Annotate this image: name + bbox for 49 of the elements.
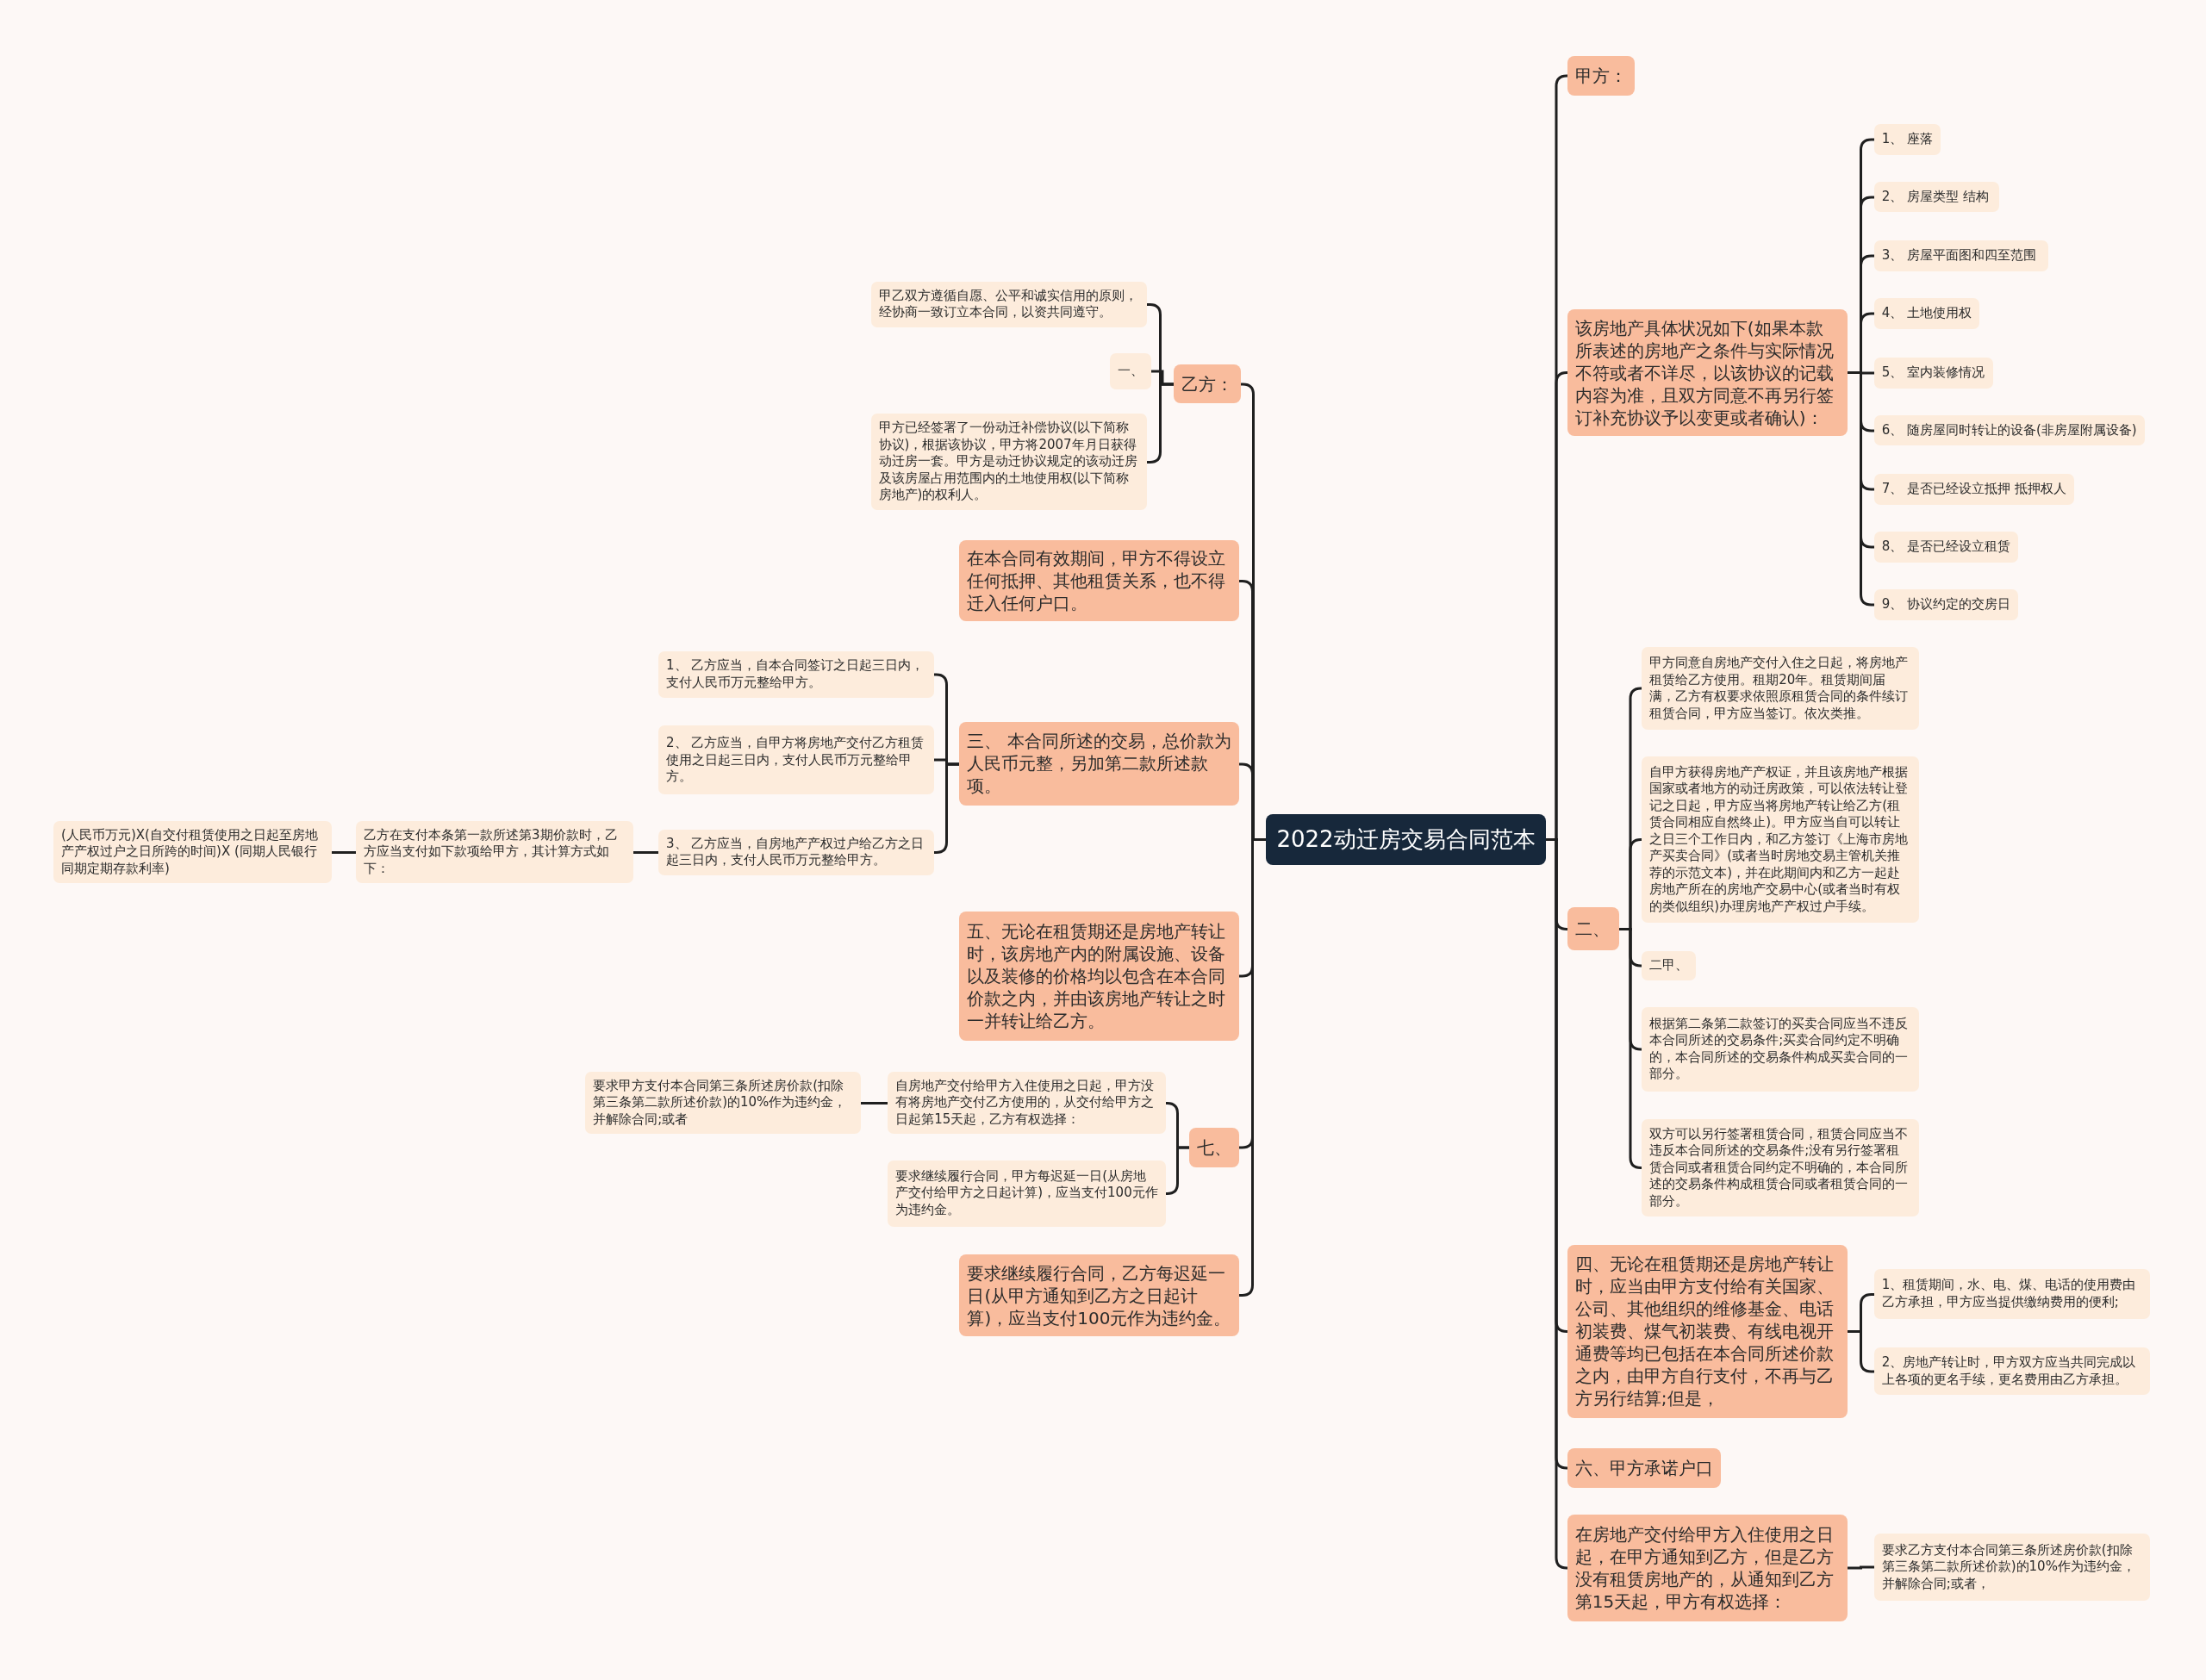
subtopic-box: 一、 xyxy=(1110,353,1152,390)
connector xyxy=(1619,928,1642,1169)
topic-box: 要求继续履行合同，乙方每迟延一日(从甲方通知到乙方之日起计算)，应当支付100元作为违约金。 xyxy=(959,1254,1240,1336)
connector xyxy=(861,1102,888,1104)
subtopic-box: 7、 是否已经设立抵押 抵押权人 xyxy=(1873,474,2074,506)
central-topic: 2022动迁房交易合同范本 xyxy=(1266,814,1546,865)
subtopic-box: 4、 土地使用权 xyxy=(1873,298,1979,329)
topic-box: 五、无论在租赁期还是房地产转让时，该房地产内的附属设施、设备以及装修的价格均以包含在本合同价款之内，并由该房地产转让之时一并转让给乙方。 xyxy=(959,912,1240,1042)
subtopic-box: 5、 室内装修情况 xyxy=(1873,357,1994,389)
subtopic-box: 自房地产交付给甲方入住使用之日起，甲方没有将房地产交付乙方使用的，从交付给甲方之日起第15天起，乙方有权选择： xyxy=(888,1071,1167,1134)
subtopic-box: 根据第二条第二款签订的买卖合同应当不违反本合同所述的交易条件;买卖合同约定不明确的，本合同所述的交易条件构成买卖合同的一部分。 xyxy=(1642,1006,1919,1092)
connector xyxy=(1848,1565,1874,1570)
subtopic-box: 自甲方获得房地产产权证，并且该房地产根据国家或者地方的动迁房政策，可以依法转让登记之日起，甲方应当将房地产转让给乙方(租赁合同相应自然终止)。甲方应当自可以转让之日三个工作日内，和乙方签订《上海市房地产买卖合同》(或者当时房地交易主管机关推荐的示范文本)，并在此期间内和乙方一起赴房地产所在的房地产交易中心(或者当时有权的类似组织)办理房地产产权过户手续。 xyxy=(1642,756,1919,923)
topic-box: 二、 xyxy=(1567,906,1620,951)
connector xyxy=(1165,1146,1189,1195)
subtopic-box: 9、 协议约定的交房日 xyxy=(1873,589,2018,620)
subtopic-box: 1、 座落 xyxy=(1873,123,1941,155)
subtopic-box: 2、房地产转让时，甲方双方应当共同完成以上各项的更名手续，更名费用由乙方承担。 xyxy=(1873,1347,2150,1396)
connector xyxy=(332,851,356,854)
subtopic-box: 要求甲方支付本合同第三条所述房价款(扣除第三条第二款所述价款)的10%作为违约金，并解除合同;或者 xyxy=(585,1071,862,1134)
connector xyxy=(633,851,658,854)
subtopic-box: 2、 房屋类型 结构 xyxy=(1873,181,1999,213)
topic-box: 该房地产具体状况如下(如果本款所表述的房地产之条件与实际情况不符或者不详尽，以该协议的记载内容为准，且双方同意不再另行签订补充协议予以变更或者确认)： xyxy=(1567,309,1848,437)
subtopic-box: 6、 随房屋同时转让的设备(非房屋附属设备) xyxy=(1873,414,2145,446)
subtopic-box: 2、 乙方应当，自甲方将房地产交付乙方租赁使用之日起三日内，支付人民币万元整给甲方。 xyxy=(658,725,935,795)
topic-box: 七、 xyxy=(1188,1128,1239,1167)
subtopic-box: 乙方在支付本条第一款所述第3期价款时，乙方应当支付如下款项给甲方，其计算方式如下： xyxy=(356,820,633,884)
topic-box: 在房地产交付给甲方入住使用之日起，在甲方通知到乙方，但是乙方没有租赁房地产的，从通知到乙方第15天起，甲方有权选择： xyxy=(1567,1515,1848,1622)
connector xyxy=(1848,1330,1874,1373)
topic-box: 三、 本合同所述的交易，总价款为人民币元整，另加第二款所述款项。 xyxy=(959,721,1240,806)
subtopic-box: 3、 乙方应当，自房地产产权过户给乙方之日起三日内，支付人民币万元整给甲方。 xyxy=(658,829,935,875)
subtopic-box: 8、 是否已经设立租赁 xyxy=(1873,532,2018,563)
subtopic-box: 甲方已经签署了一份动迁补偿协议(以下简称协议)，根据该协议，甲方将2007年月日获得动迁房一套。甲方是动迁协议规定的该动迁房及该房屋占用范围内的土地使用权(以下简称房地产)的权利人。 xyxy=(870,413,1147,511)
subtopic-box: 双方可以另行签署租赁合同，租赁合同应当不违反本合同所述的交易条件;没有另行签署租赁合同或者租赁合同约定不明确的，本合同所述的交易条件构成租赁合同或者租赁合同的一部分。 xyxy=(1642,1119,1919,1217)
subtopic-box: 二甲、 xyxy=(1642,950,1697,981)
subtopic-box: 3、 房屋平面图和四至范围 xyxy=(1873,240,2049,272)
topic-box: 甲方： xyxy=(1567,56,1636,96)
subtopic-box: 甲乙双方遵循自愿、公平和诚实信用的原则，经协商一致订立本合同，以资共同遵守。 xyxy=(870,281,1147,327)
subtopic-box: 要求乙方支付本合同第三条所述房价款(扣除第三条第二款所述价款)的10%作为违约金，并解除合同;或者， xyxy=(1873,1533,2150,1602)
subtopic-box: 1、 乙方应当，自本合同签订之日起三日内，支付人民币万元整给甲方。 xyxy=(658,650,935,698)
topic-box: 四、无论在租赁期还是房地产转让时，应当由甲方支付给有关国家、公司、其他组织的维修基金、电话初装费、煤气初装费、有线电视开通费等均已包括在本合同所述价款之内，由甲方自行支付，不再与乙方另行结算;但是， xyxy=(1567,1244,1848,1418)
subtopic-box: 要求继续履行合同，甲方每迟延一日(从房地产交付给甲方之日起计算)，应当支付100元作为违约金。 xyxy=(888,1160,1167,1227)
topic-box: 乙方： xyxy=(1173,364,1241,404)
topic-box: 在本合同有效期间，甲方不得设立任何抵押、其他租赁关系，也不得迁入任何户口。 xyxy=(959,539,1240,622)
connector xyxy=(934,762,959,854)
topic-box: 六、甲方承诺户口 xyxy=(1567,1448,1721,1489)
subtopic-box: 甲方同意自房地产交付入住之日起，将房地产租赁给乙方使用。租期20年。租赁期间届满，乙方有权要求依照原租赁合同的条件续订租赁合同，甲方应当签订。依次类推。 xyxy=(1642,647,1919,731)
subtopic-box: (人民币万元)X(自交付租赁使用之日起至房地产产权过户之日所跨的时间)X (同期人民银行同期定期存款利率) xyxy=(53,820,333,884)
subtopic-box: 1、租赁期间，水、电、煤、电话的使用费由乙方承担，甲方应当提供缴纳费用的便利; xyxy=(1873,1268,2150,1320)
